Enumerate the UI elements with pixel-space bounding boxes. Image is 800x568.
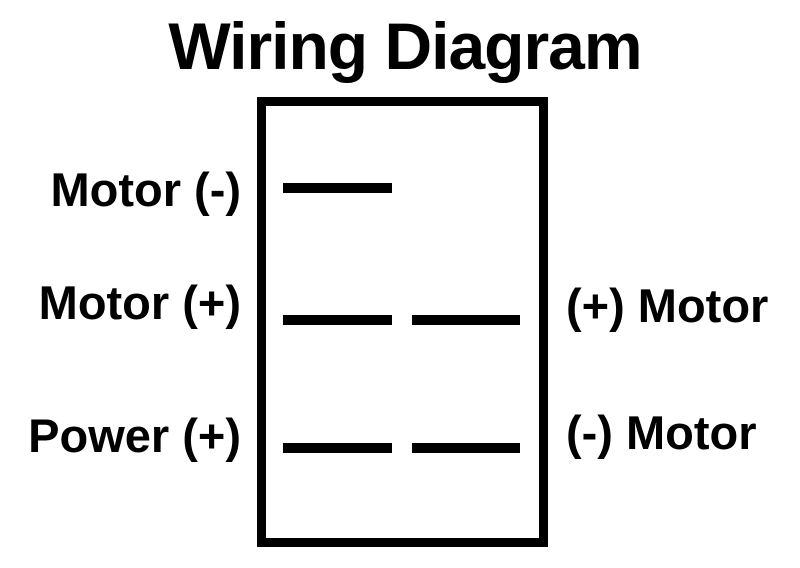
label-motor-positive: Motor (+) xyxy=(38,276,241,329)
terminal-motor-negative-dash xyxy=(283,183,392,193)
terminal-power-positive-left-dash xyxy=(283,443,392,453)
terminal-power-positive-right-dash xyxy=(412,443,520,453)
label-negative-motor: (-) Motor xyxy=(566,406,757,459)
label-positive-motor: (+) Motor xyxy=(566,279,769,332)
terminal-motor-positive-right-dash xyxy=(412,315,520,325)
label-power-positive: Power (+) xyxy=(28,409,241,462)
terminal-motor-positive-left-dash xyxy=(283,315,392,325)
label-motor-negative: Motor (-) xyxy=(50,163,241,216)
diagram-title: Wiring Diagram xyxy=(168,9,642,83)
